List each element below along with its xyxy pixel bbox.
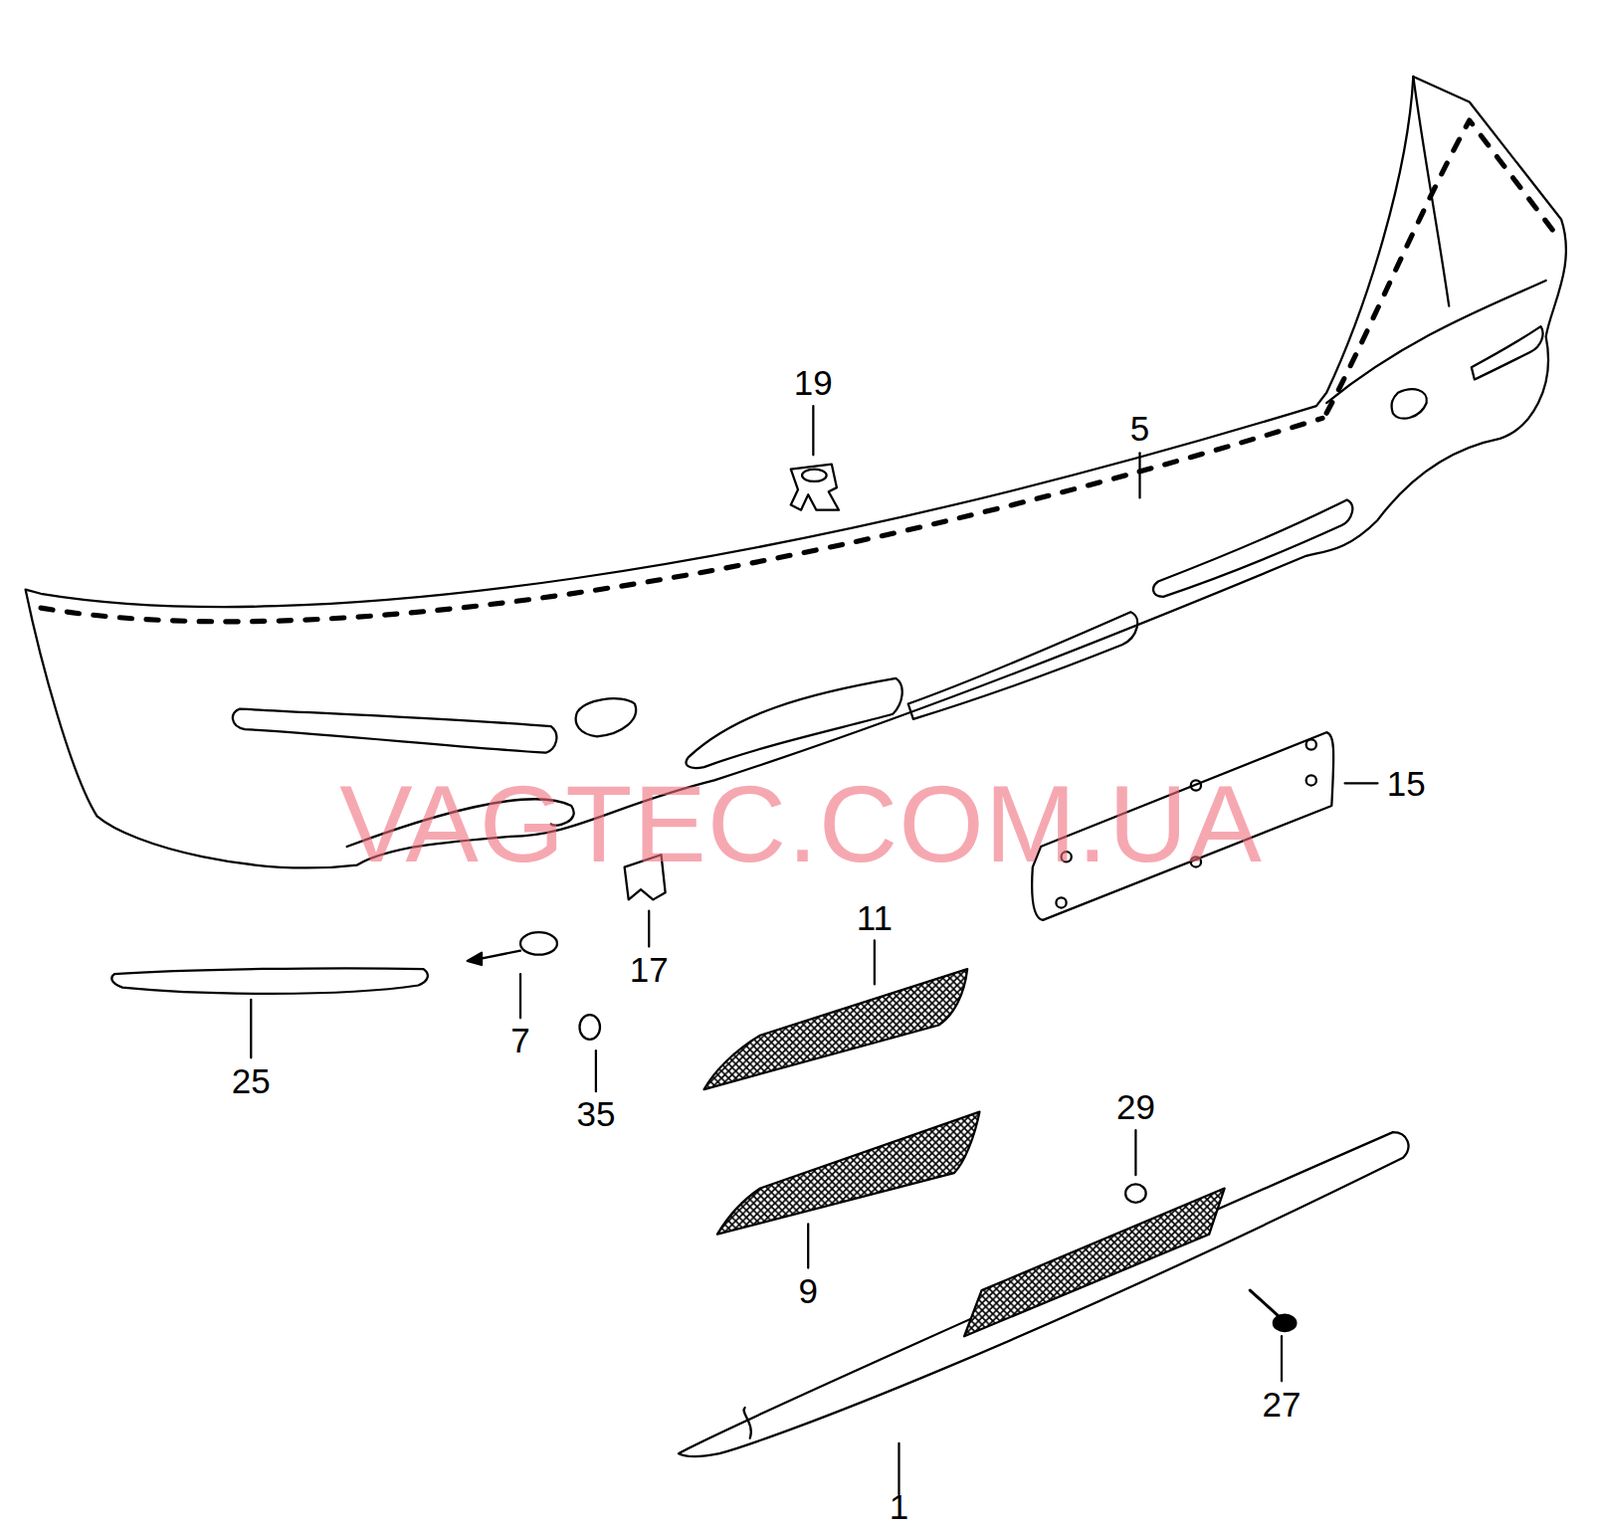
callout-number: 35 [576,1096,615,1132]
callout-number: 5 [1130,410,1150,446]
callout-number: 27 [1262,1387,1302,1422]
callout-number: 17 [629,952,669,988]
callout-number: 11 [856,900,893,936]
callout-number: 29 [1116,1089,1156,1125]
callout-number: 7 [510,1022,530,1058]
callout-number: 9 [798,1273,817,1309]
callout-number: 1 [889,1489,909,1525]
callout-number: 25 [231,1063,271,1099]
callout-number: 19 [794,365,833,400]
watermark: VAGTEC.COM.UA [339,769,1263,879]
callout-number: 15 [1387,766,1426,801]
